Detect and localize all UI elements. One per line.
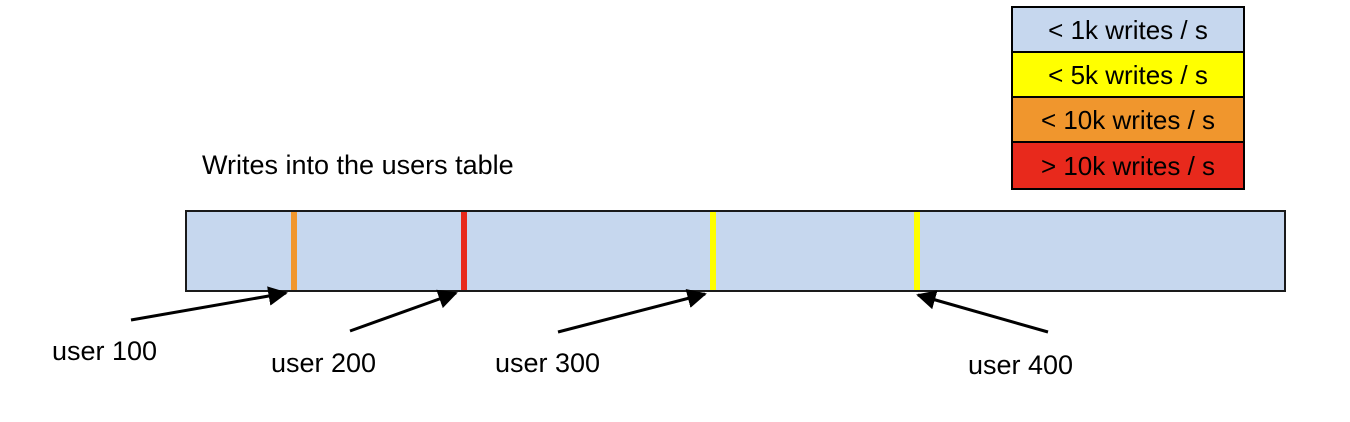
callout-label-user-200: user 200 bbox=[271, 348, 377, 378]
bar-marker-user-100 bbox=[291, 212, 297, 290]
legend-item-label: > 10k writes / s bbox=[1040, 150, 1216, 181]
legend-item-label: < 5k writes / s bbox=[1048, 59, 1208, 90]
legend-item-under-5k: < 5k writes / s bbox=[1013, 53, 1243, 98]
legend-item-label: < 1k writes / s bbox=[1048, 14, 1208, 45]
legend-item-under-10k: < 10k writes / s bbox=[1013, 98, 1243, 143]
arrow-user-200 bbox=[349, 289, 458, 333]
arrow-user-100 bbox=[130, 286, 288, 322]
legend: < 1k writes / s < 5k writes / s < 10k wr… bbox=[1011, 6, 1245, 190]
bar-marker-user-300 bbox=[710, 212, 716, 290]
legend-item-under-1k: < 1k writes / s bbox=[1013, 8, 1243, 53]
bar-marker-user-200 bbox=[461, 212, 467, 290]
chart-title: Writes into the users table bbox=[202, 150, 514, 180]
bar-marker-user-400 bbox=[914, 212, 920, 290]
legend-item-over-10k: > 10k writes / s bbox=[1013, 143, 1243, 188]
callout-label-user-300: user 300 bbox=[495, 348, 601, 378]
arrow-user-300 bbox=[557, 288, 707, 334]
users-table-bar bbox=[185, 210, 1286, 292]
arrow-user-400 bbox=[916, 290, 1049, 334]
legend-item-label: < 10k writes / s bbox=[1040, 104, 1216, 135]
callout-label-user-100: user 100 bbox=[52, 336, 158, 366]
callout-label-user-400: user 400 bbox=[968, 350, 1074, 380]
